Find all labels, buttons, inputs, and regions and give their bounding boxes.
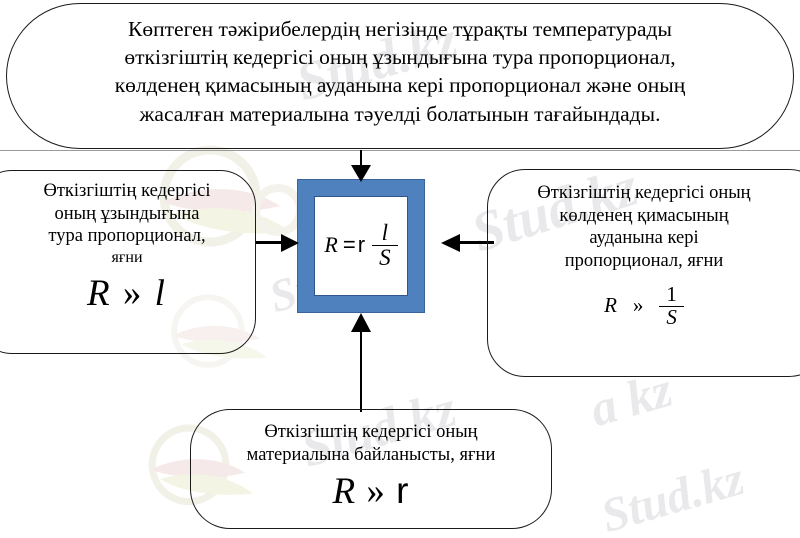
- left-box-line: Өткізгіштің кедергісі: [43, 181, 211, 201]
- equation-relation: »: [632, 293, 644, 318]
- statement-line: Көптеген тәжірибелердің негізінде тұрақт…: [128, 17, 672, 41]
- left-box-line: тура пропорционал,: [48, 226, 206, 247]
- right-box-equation: R » 1 S: [498, 282, 790, 328]
- bottom-box-line: Өткізгіштің кедергісі оның: [264, 422, 478, 442]
- bottom-box-line: материалына байланысты, яғни: [246, 444, 496, 465]
- fraction-denominator: S: [659, 305, 684, 328]
- equation-lhs: R: [604, 293, 617, 318]
- statement-line: жасалған материалына тәуелді болатынын т…: [139, 101, 661, 126]
- formula-fraction: l S: [372, 221, 398, 269]
- fraction-numerator: l: [381, 220, 388, 246]
- arrow-bottom-to-center: [351, 313, 371, 332]
- horizontal-divider: [0, 150, 800, 151]
- equation-rhs: l: [154, 273, 167, 315]
- statement-line: өткізгіштің кедергісі оның ұзындығына ту…: [124, 45, 676, 70]
- equation-fraction: 1 S: [659, 282, 684, 328]
- right-box-line: пропорционал, яғни: [564, 250, 724, 271]
- watermark-text: Stud.kz: [595, 451, 750, 538]
- equation-relation: »: [366, 471, 386, 513]
- connector-line-top: [360, 150, 363, 172]
- equation-lhs: R: [332, 471, 357, 513]
- right-box-line: Өткізгіштің кедергісі оның: [537, 183, 751, 203]
- right-box-line: көлденең қимасының: [559, 205, 729, 226]
- main-formula-equation: R = r l S: [324, 221, 398, 269]
- arrow-left-to-center: [281, 234, 299, 252]
- equation-lhs: R: [87, 273, 112, 315]
- connector-line-right: [458, 241, 494, 244]
- arrow-top-to-center: [351, 165, 371, 182]
- left-box-line: оның ұзындығына: [54, 203, 200, 224]
- equation-relation: »: [122, 273, 144, 315]
- formula-equals: =: [342, 232, 356, 257]
- arrow-right-to-center: [441, 234, 460, 252]
- statement-line: көлденең қимасының ауданына кері пропорц…: [114, 73, 686, 98]
- length-proportionality-box: Өткізгіштің кедергісі оның ұзындығына ту…: [0, 170, 256, 354]
- left-box-line: яғни: [111, 248, 143, 266]
- connector-line-left: [255, 241, 289, 244]
- material-dependency-box: Өткізгіштің кедергісі оның материалына б…: [190, 409, 552, 529]
- fraction-denominator: S: [372, 244, 398, 269]
- equation-rhs: r: [396, 470, 410, 512]
- right-box-line: ауданына кері: [589, 228, 699, 249]
- main-formula-box: R = r l S: [297, 179, 425, 313]
- statement-box: Көптеген тәжірибелердің негізінде тұрақт…: [6, 3, 794, 149]
- formula-resistivity: r: [357, 232, 366, 257]
- fraction-numerator: 1: [666, 282, 677, 307]
- bottom-box-equation: R » r: [203, 468, 539, 514]
- connector-line-bottom: [360, 330, 363, 412]
- main-formula-inner: R = r l S: [314, 196, 408, 296]
- area-proportionality-box: Өткізгіштің кедергісі оның көлденең қима…: [487, 169, 800, 377]
- left-box-equation: R » l: [7, 271, 247, 316]
- formula-lhs: R: [324, 232, 338, 257]
